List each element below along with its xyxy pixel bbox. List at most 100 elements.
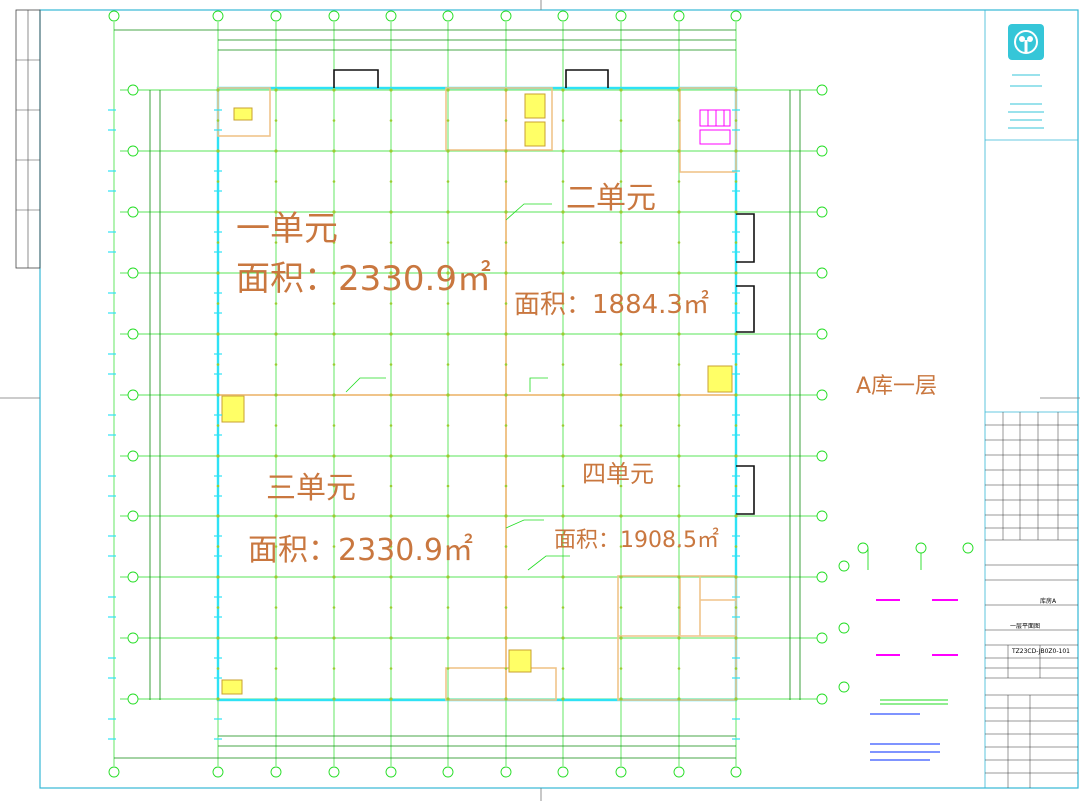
- column-dot: [677, 697, 681, 701]
- column-dot: [734, 180, 738, 183]
- column-dot: [734, 484, 738, 488]
- title-block-table: [985, 412, 1078, 788]
- column-dot: [677, 119, 681, 122]
- column-dot: [274, 636, 278, 640]
- column-dot: [446, 149, 450, 153]
- column-dot: [677, 484, 681, 488]
- column-dot: [619, 454, 623, 458]
- column-dot: [619, 119, 623, 122]
- floor-label: A库一层: [856, 374, 938, 399]
- axis-bubble: [212, 10, 224, 22]
- column-dot: [332, 424, 336, 427]
- column-dot: [446, 697, 450, 701]
- column-dot: [734, 545, 738, 548]
- column-dot: [216, 363, 220, 366]
- column-dot: [216, 393, 220, 397]
- column-dot: [619, 424, 623, 427]
- column-dot: [561, 332, 565, 336]
- column-dot: [216, 241, 220, 244]
- axis-bubble: [127, 632, 139, 644]
- column-dot: [332, 363, 336, 366]
- axis-bubble: [816, 145, 828, 157]
- column-dot: [332, 606, 336, 609]
- axis-bubble: [500, 10, 512, 22]
- column-dot: [734, 514, 738, 518]
- column-dot: [561, 302, 565, 305]
- column-dot: [734, 88, 738, 92]
- column-dot: [619, 697, 623, 701]
- column-dot: [216, 606, 220, 609]
- column-dot: [677, 575, 681, 579]
- column-dot: [332, 545, 336, 548]
- axis-bubble: [127, 267, 139, 279]
- column-dot: [274, 332, 278, 336]
- column-dot: [619, 241, 623, 244]
- column-dot: [216, 88, 220, 92]
- column-dot: [561, 454, 565, 458]
- column-dot: [619, 332, 623, 336]
- column-dot: [446, 575, 450, 579]
- column-dot: [619, 393, 623, 397]
- column-dot: [332, 119, 336, 122]
- column-dot: [734, 241, 738, 244]
- column-dot: [389, 363, 393, 366]
- axis-bubble: [127, 510, 139, 522]
- company-logo: [1008, 24, 1044, 60]
- column-dot: [619, 606, 623, 609]
- column-dot: [677, 241, 681, 244]
- column-dot: [216, 667, 220, 670]
- axis-bubble: [500, 766, 512, 778]
- column-dot: [274, 363, 278, 366]
- column-dot: [216, 636, 220, 640]
- axis-bubble: [816, 328, 828, 340]
- column-dot: [389, 302, 393, 305]
- column-dot: [677, 545, 681, 548]
- axis-bubble: [212, 766, 224, 778]
- axis-bubble: [816, 450, 828, 462]
- column-dot: [332, 271, 336, 275]
- column-dot: [216, 210, 220, 214]
- axis-bubble: [127, 84, 139, 96]
- column-dot: [446, 119, 450, 122]
- top-rooms: [217, 87, 737, 701]
- column-dot: [274, 424, 278, 427]
- axis-bubble: [816, 693, 828, 705]
- column-dot: [446, 545, 450, 548]
- column-dot: [332, 636, 336, 640]
- building-name: 库房A: [1040, 598, 1057, 605]
- axis-bubble: [816, 389, 828, 401]
- column-dot: [734, 302, 738, 305]
- column-dot: [274, 545, 278, 548]
- axis-bubble: [127, 206, 139, 218]
- column-dot: [389, 149, 393, 153]
- column-dot: [389, 180, 393, 183]
- column-dot: [274, 667, 278, 670]
- column-dot: [274, 88, 278, 92]
- column-dot: [734, 332, 738, 336]
- column-dot: [446, 241, 450, 244]
- legend-blue-notes: [870, 713, 940, 761]
- axis-bubble: [127, 571, 139, 583]
- column-dot: [332, 575, 336, 579]
- column-dot: [389, 88, 393, 92]
- column-dot: [677, 332, 681, 336]
- axis-bubble: [730, 10, 742, 22]
- column-dot: [216, 454, 220, 458]
- column-dot: [332, 180, 336, 183]
- column-dot: [677, 514, 681, 518]
- column-dot: [504, 180, 508, 183]
- column-dot: [216, 271, 220, 275]
- column-dot: [504, 149, 508, 153]
- column-dot: [504, 302, 508, 305]
- column-dot: [677, 606, 681, 609]
- column-dot: [446, 636, 450, 640]
- title-block: [984, 9, 1079, 789]
- column-dot: [561, 241, 565, 244]
- column-dot: [446, 180, 450, 183]
- axis-bubble: [816, 206, 828, 218]
- column-dot: [504, 424, 508, 427]
- column-grid: [216, 88, 738, 701]
- column-dot: [216, 119, 220, 122]
- column-dot: [332, 302, 336, 305]
- column-dot: [389, 119, 393, 122]
